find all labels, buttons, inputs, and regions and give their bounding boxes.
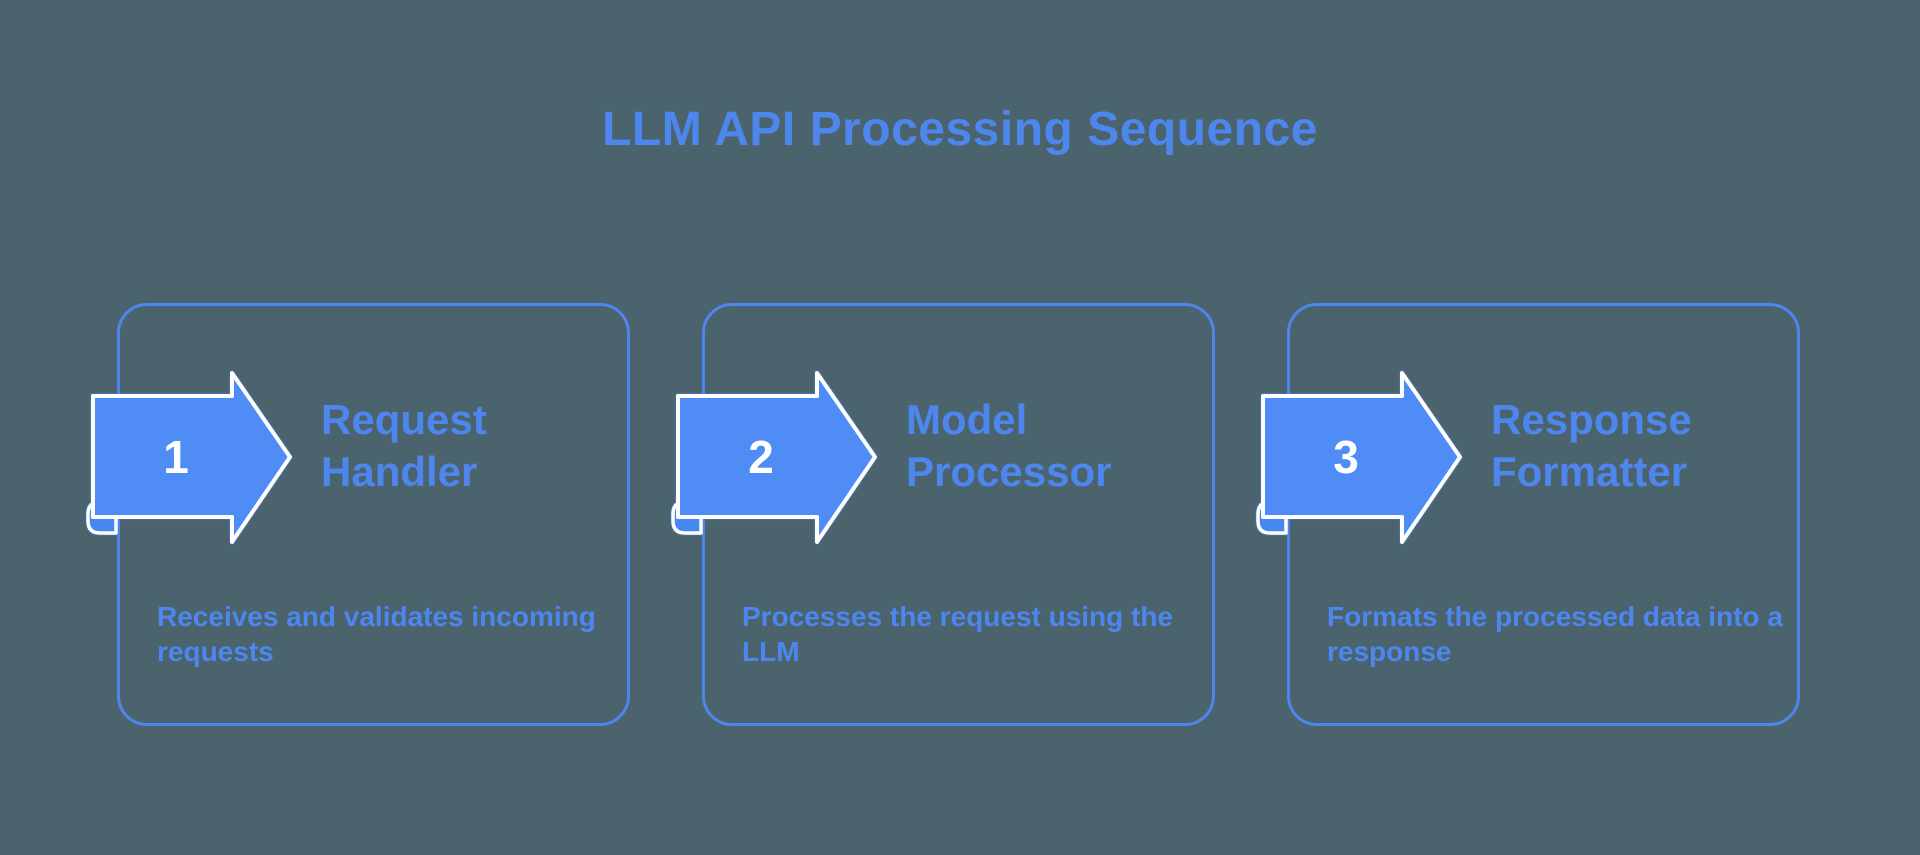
step-2-desc-line-2: LLM (742, 636, 800, 667)
step-card-response-formatter: 3 Response Formatter Formats the process… (1256, 303, 1800, 726)
right-arrow-icon (1261, 371, 1462, 544)
step-card-request-handler: 1 Request Handler Receives and validates… (86, 303, 630, 726)
step-1-title-line-2: Handler (321, 448, 478, 495)
step-3-description: Formats the processed data into a respon… (1327, 599, 1783, 669)
step-3-desc-line-2: response (1327, 636, 1452, 667)
step-2-desc-line-1: Processes the request using the (742, 601, 1174, 632)
step-3-desc-line-1: Formats the processed data into a (1327, 601, 1783, 632)
step-1-number: 1 (163, 431, 189, 483)
step-2-arrow-icon: 2 (671, 371, 880, 545)
step-3-arrow-icon: 3 (1256, 371, 1465, 545)
step-card-model-processor: 2 Model Processor Processes the request … (671, 303, 1215, 726)
page-title: LLM API Processing Sequence (602, 103, 1318, 156)
right-arrow-icon (676, 371, 877, 544)
step-3-number: 3 (1333, 431, 1359, 483)
right-arrow-icon (91, 371, 292, 544)
step-3-title: Response Formatter (1491, 394, 1692, 498)
step-2-title-line-1: Model (906, 396, 1028, 443)
step-3-title-line-1: Response (1491, 396, 1692, 443)
step-2-title: Model Processor (906, 394, 1111, 498)
step-2-title-line-2: Processor (906, 448, 1112, 495)
step-1-description: Receives and validates incoming requests (157, 599, 596, 669)
step-1-title-line-1: Request (321, 396, 487, 443)
step-1-desc-line-2: requests (157, 636, 274, 667)
step-1-title: Request Handler (321, 394, 487, 498)
step-1-desc-line-1: Receives and validates incoming (157, 601, 596, 632)
step-1-arrow-icon: 1 (86, 371, 295, 545)
step-2-description: Processes the request using the LLM (742, 599, 1173, 669)
step-2-number: 2 (748, 431, 774, 483)
step-3-title-line-2: Formatter (1491, 448, 1688, 495)
